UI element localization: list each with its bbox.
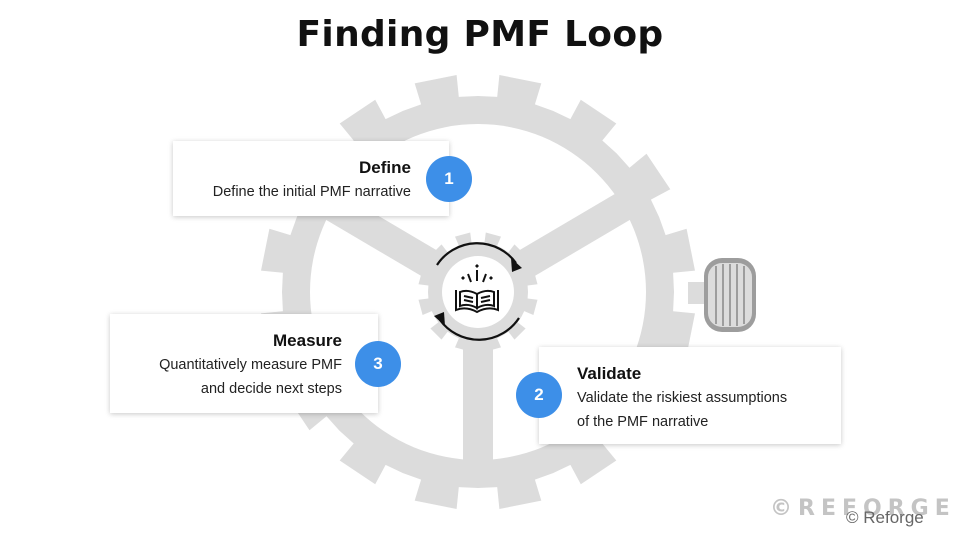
step-description-line: and decide next steps bbox=[200, 381, 342, 397]
open-book-icon bbox=[455, 264, 499, 314]
reforge-watermark: ©REFORGE bbox=[770, 496, 956, 521]
cycle-arrows-icon bbox=[436, 242, 520, 341]
step-badge-3: 3 bbox=[355, 341, 401, 387]
page-title: Finding PMF Loop bbox=[296, 14, 664, 55]
step-card-measure: Measure Quantitatively measure PMF and d… bbox=[110, 314, 378, 413]
step-description-line: of the PMF narrative bbox=[577, 414, 709, 430]
knob-icon bbox=[688, 258, 756, 332]
step-card-define: Define Define the initial PMF narrative bbox=[173, 141, 449, 216]
step-description: Validate the riskiest assumptions of the… bbox=[577, 386, 831, 434]
step-card-validate: Validate Validate the riskiest assumptio… bbox=[539, 347, 841, 444]
step-description: Quantitatively measure PMF and decide ne… bbox=[120, 353, 342, 401]
step-badge-2: 2 bbox=[516, 372, 562, 418]
step-badge-1: 1 bbox=[426, 156, 472, 202]
step-heading: Measure bbox=[273, 331, 342, 350]
step-heading: Validate bbox=[577, 364, 642, 383]
copyright-text: © Reforge bbox=[846, 508, 924, 527]
step-description-line: Validate the riskiest assumptions bbox=[577, 390, 788, 406]
step-description: Define the initial PMF narrative bbox=[212, 184, 411, 200]
step-heading: Define bbox=[359, 158, 411, 177]
step-description-line: Quantitatively measure PMF bbox=[159, 357, 342, 373]
